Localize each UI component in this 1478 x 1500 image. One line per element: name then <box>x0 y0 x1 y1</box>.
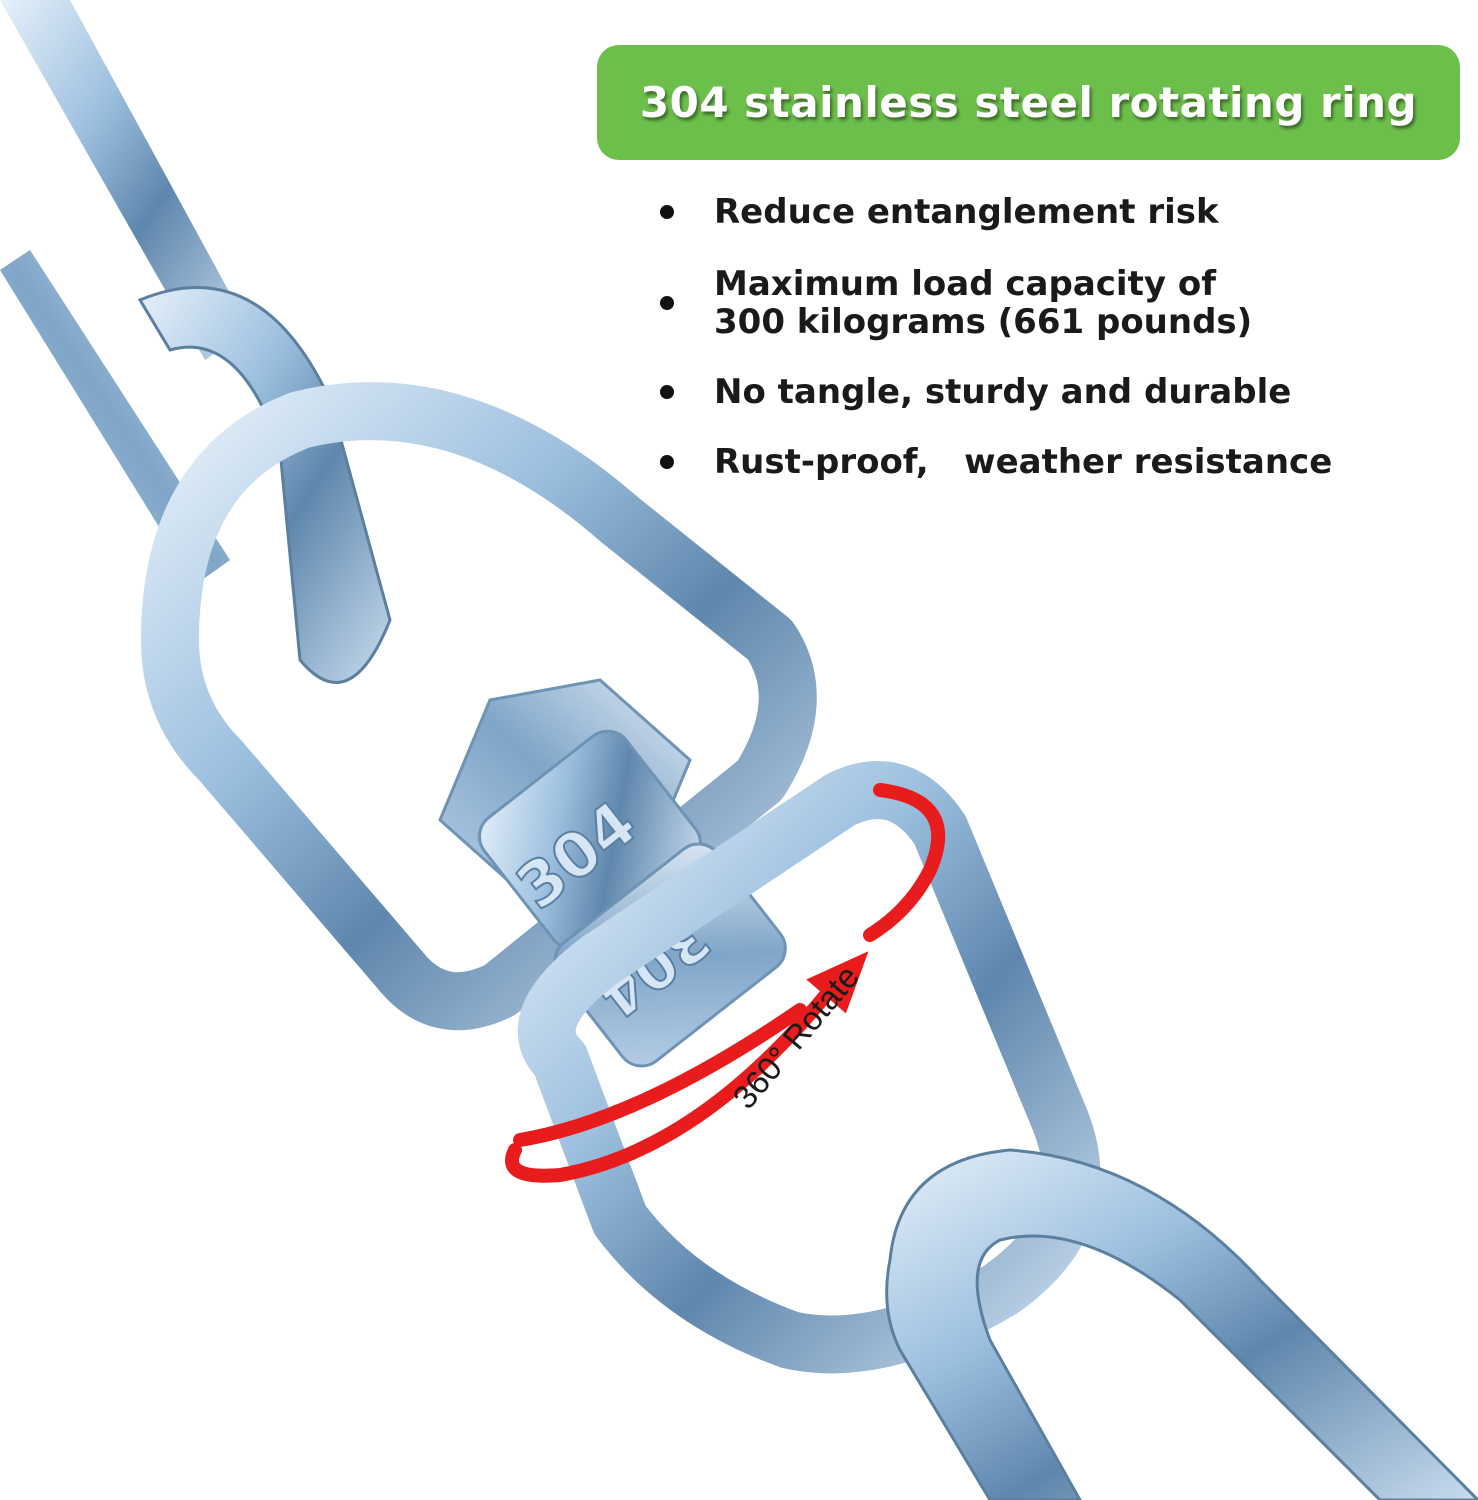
swivel-barrel: 304 304 <box>438 678 787 1068</box>
lower-snap-hook <box>885 1148 1478 1500</box>
upper-swivel-ring <box>141 382 817 1031</box>
feature-text-line-1: Maximum load capacity of <box>714 264 1216 304</box>
banner-title: 304 stainless steel rotating ring <box>639 78 1418 127</box>
feature-text-line-2: 300 kilograms (661 pounds) <box>714 302 1253 342</box>
feature-item: Maximum load capacity of 300 kilograms (… <box>660 265 1252 341</box>
bullet-icon <box>660 296 674 310</box>
bullet-icon <box>660 205 674 219</box>
rotation-arrow <box>505 783 946 1183</box>
feature-item: No tangle, sturdy and durable <box>660 373 1291 411</box>
feature-text: Reduce entanglement risk <box>714 192 1219 232</box>
lower-swivel-ring <box>517 761 1101 1374</box>
feature-text: Maximum load capacity of 300 kilograms (… <box>714 265 1252 341</box>
feature-item: Rust-proof, weather resistance <box>660 443 1332 481</box>
bullet-icon <box>660 385 674 399</box>
bullet-icon <box>660 455 674 469</box>
feature-item: Reduce entanglement risk <box>660 193 1219 231</box>
feature-text: Rust-proof, weather resistance <box>714 442 1333 482</box>
title-banner: 304 stainless steel rotating ring <box>597 45 1460 160</box>
feature-text: No tangle, sturdy and durable <box>714 372 1292 412</box>
